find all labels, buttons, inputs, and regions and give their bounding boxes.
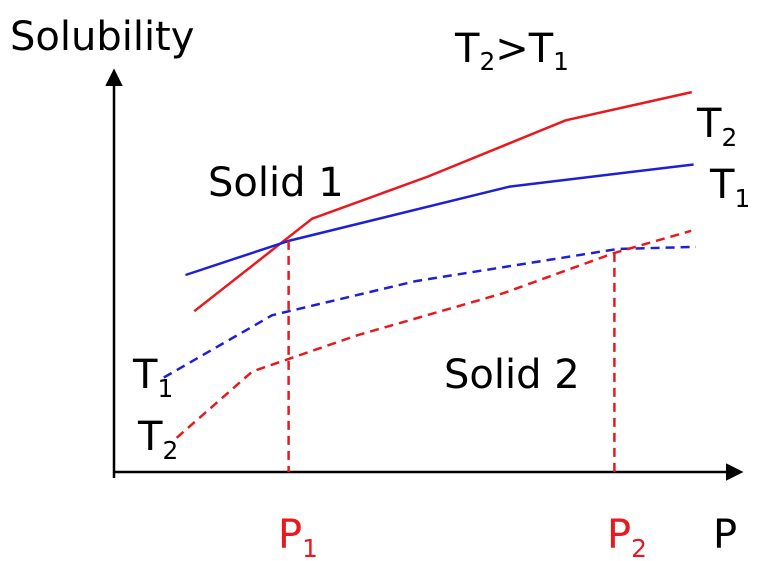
- curve-label-base: T: [132, 352, 158, 398]
- pressure-label-base: P: [607, 512, 631, 558]
- series-line-solid1-t2: [193, 90, 693, 313]
- curve-label-sub: 1: [157, 374, 173, 403]
- pressure-label-sub: 2: [631, 534, 647, 561]
- condition-base-b: T: [528, 26, 554, 72]
- pressure-label-p2: P2: [607, 512, 647, 561]
- series-line-solid2-t1: [163, 245, 696, 379]
- curve-label-base: T: [709, 162, 735, 208]
- pressure-label-base: P: [278, 512, 302, 558]
- condition-relation: >: [495, 26, 529, 72]
- condition-sub-b: 1: [553, 47, 569, 76]
- curve-label-solid2-t1: T1: [132, 352, 173, 403]
- pressure-markers-layer: [287, 240, 616, 472]
- temperature-condition: T2>T1: [454, 26, 569, 76]
- curves-layer: [163, 90, 696, 439]
- curve-label-solid1-t2: T2: [696, 101, 737, 152]
- pressure-label-sub: 1: [302, 534, 318, 561]
- y-axis-label: Solubility: [10, 14, 194, 60]
- condition-sub-a: 2: [479, 47, 495, 76]
- curve-label-solid1-t1: T1: [709, 162, 750, 213]
- curve-label-sub: 2: [721, 123, 737, 152]
- curve-label-base: T: [696, 101, 722, 147]
- annotation-solid-2: Solid 2: [444, 352, 580, 398]
- condition-base-a: T: [454, 26, 480, 72]
- curve-label-sub: 2: [162, 436, 178, 465]
- curve-label-sub: 1: [734, 184, 750, 213]
- curve-label-base: T: [137, 414, 163, 460]
- series-line-solid2-t2: [175, 229, 692, 439]
- series-line-solid1-t1: [185, 163, 694, 277]
- pressure-label-p1: P1: [278, 512, 318, 561]
- curve-label-solid2-t2: T2: [137, 414, 178, 465]
- x-axis-label: P: [713, 512, 737, 558]
- annotation-solid-1: Solid 1: [208, 160, 344, 206]
